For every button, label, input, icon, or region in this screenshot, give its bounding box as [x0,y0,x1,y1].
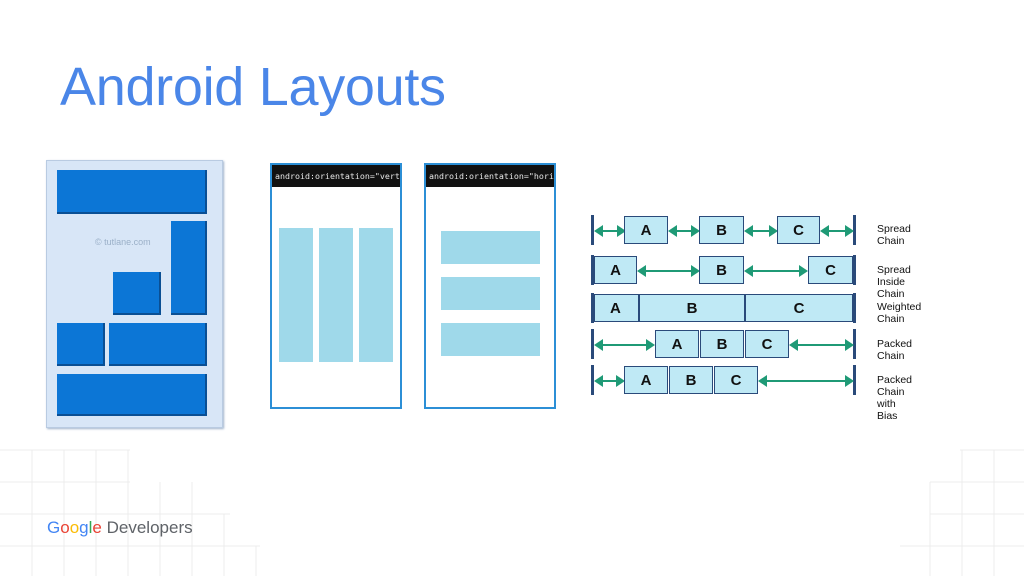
linear-layout-horizontal: android:orientation="horizontal" [424,163,556,409]
chain-arrow [789,339,854,351]
chain-box-b: B [639,294,745,322]
vertical-bar-3 [359,228,393,362]
chain-box-a: A [594,256,637,284]
chain-rail-left [591,255,594,285]
logo-letter: G [47,518,61,537]
chain-rail-right [853,365,856,395]
chain-arrow [744,225,778,237]
chain-rail-left [591,293,594,323]
chain-arrow [668,225,700,237]
chain-arrow [820,225,854,237]
horizontal-bar-1 [441,231,540,264]
chain-rail-left [591,215,594,245]
relative-block-top [57,170,207,214]
chain-box-c: C [808,256,853,284]
chain-arrow [594,375,625,387]
chain-rail-right [853,329,856,359]
chain-arrow [594,225,626,237]
chain-arrow [594,339,655,351]
logo-letter: l [88,518,93,537]
chain-box-a: A [624,216,668,244]
horizontal-orientation-header: android:orientation="horizontal" [426,165,554,187]
chain-box-c: C [777,216,820,244]
chain-box-a: A [624,366,668,394]
chain-label-spread: Spread Chain [877,223,911,247]
vertical-bar-2 [319,228,353,362]
background-grid [0,449,1024,576]
watermark: © tutlane.com [95,237,151,247]
relative-layout-illustration: © tutlane.com [46,160,223,428]
relative-block-center [113,272,161,315]
relative-block-bottom [57,374,207,416]
logo-letter: o [69,518,80,537]
chain-label-packed-bias: Packed Chain with Bias [877,374,913,422]
chain-rail-right [853,255,856,285]
slide-title: Android Layouts [60,57,446,117]
chain-label-weighted: Weighted Chain [877,301,922,325]
chain-rail-left [591,329,594,359]
chain-box-a: A [594,294,639,322]
chain-rail-right [853,215,856,245]
chain-rail-left [591,365,594,395]
chain-label-packed: Packed Chain [877,338,913,362]
vertical-bar-1 [279,228,313,362]
chain-arrow [758,375,854,387]
relative-block-right [109,323,207,366]
linear-layout-vertical: android:orientation="vertical" [270,163,402,409]
chain-box-a: A [655,330,699,358]
chain-arrow [744,265,808,277]
logo-letter: o [60,518,70,537]
chain-label-spread-inside: Spread Inside Chain [877,264,911,300]
relative-block-left [57,323,105,366]
chain-box-b: B [699,256,744,284]
horizontal-bar-3 [441,323,540,356]
logo-letter: g [79,518,89,537]
chain-box-c: C [745,294,853,322]
vertical-orientation-header: android:orientation="vertical" [272,165,400,187]
chain-box-c: C [745,330,789,358]
horizontal-bar-2 [441,277,540,310]
google-developers-logo: Google Developers [47,518,193,538]
chain-box-b: B [700,330,744,358]
relative-block-right-tall [171,221,207,315]
chain-box-b: B [669,366,713,394]
chain-box-c: C [714,366,758,394]
logo-developers-text: Developers [106,518,193,537]
chain-box-b: B [699,216,744,244]
chain-arrow [637,265,700,277]
chain-rail-right [853,293,856,323]
logo-letter: e [92,518,102,537]
